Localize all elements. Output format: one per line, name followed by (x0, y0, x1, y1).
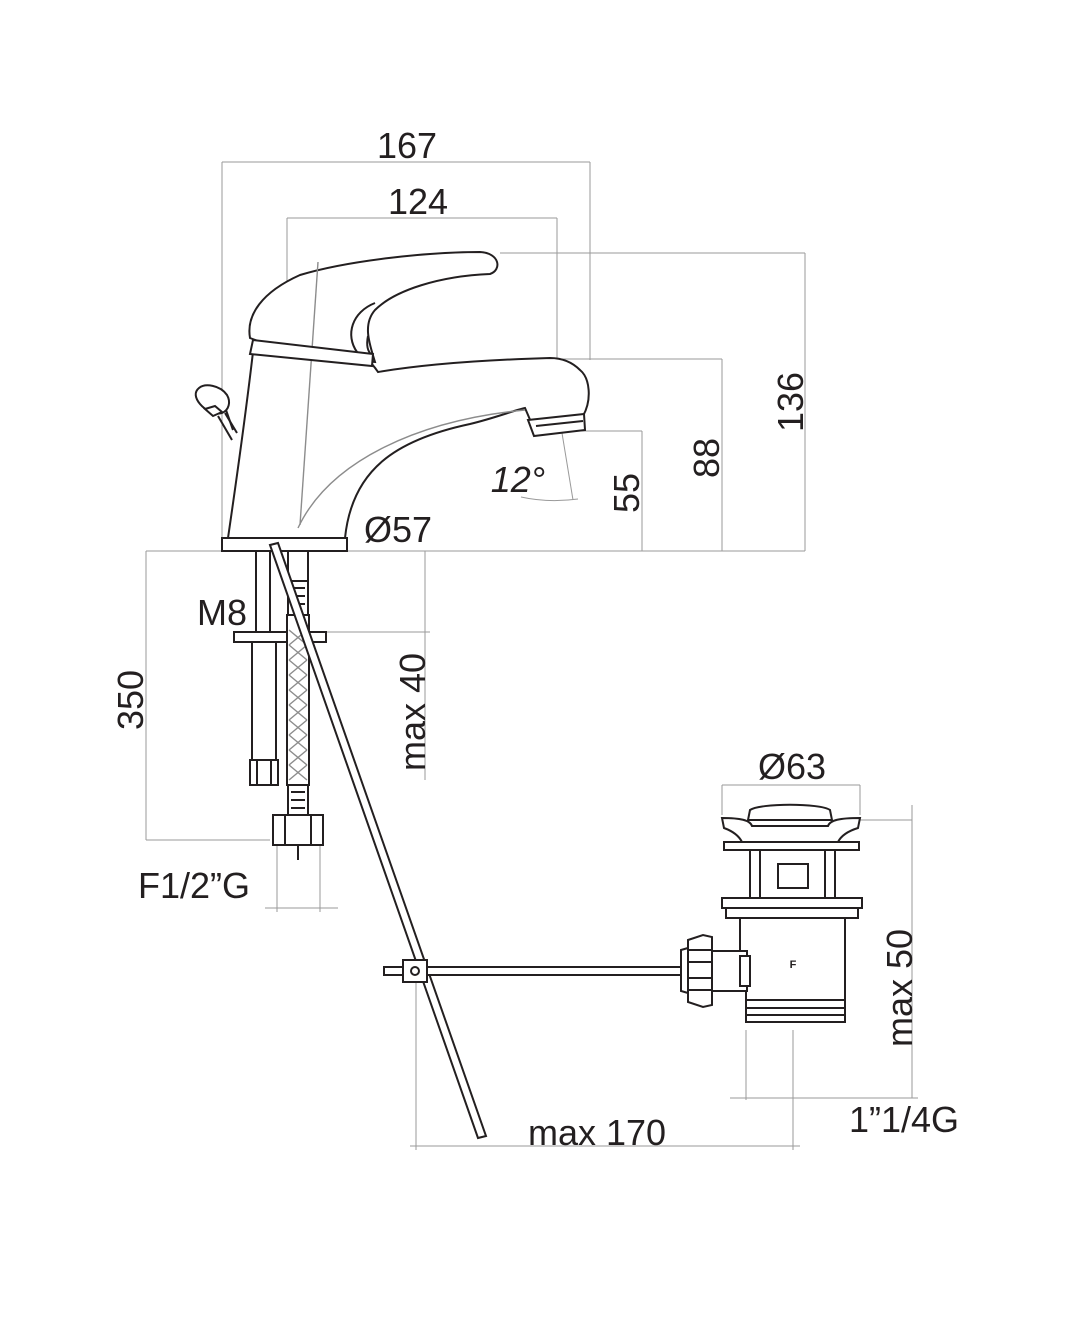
dim-waste-rod-max: max 170 (528, 1112, 666, 1153)
dim-hose-connection: F1/2”G (138, 865, 250, 906)
waste-marker-text: F (790, 959, 797, 971)
dim-total-height: 136 (770, 372, 811, 432)
dim-fixing-rod: M8 (197, 592, 247, 633)
dim-hose-length: 350 (110, 670, 151, 730)
dim-overall-length: 167 (377, 125, 437, 166)
dim-max-deck-thickness: max 40 (392, 653, 433, 771)
dim-handle-length: 124 (388, 181, 448, 222)
dim-spray-angle: 12° (491, 459, 545, 500)
dim-base-diameter: Ø57 (364, 509, 432, 550)
dim-waste-thread: 1”1/4G (849, 1099, 959, 1140)
dimension-labels: 167 124 136 88 55 12° Ø57 M8 350 max 40 … (110, 125, 959, 1153)
dim-waste-max-height: max 50 (879, 929, 920, 1047)
dim-aerator-height: 55 (606, 473, 647, 513)
dim-spout-height: 88 (686, 438, 727, 478)
dimension-lines (145, 161, 918, 1150)
waste-assembly: F (680, 803, 863, 1023)
under-deck-parts (233, 550, 327, 860)
dim-waste-diameter: Ø63 (758, 746, 826, 787)
faucet-body (194, 250, 590, 552)
